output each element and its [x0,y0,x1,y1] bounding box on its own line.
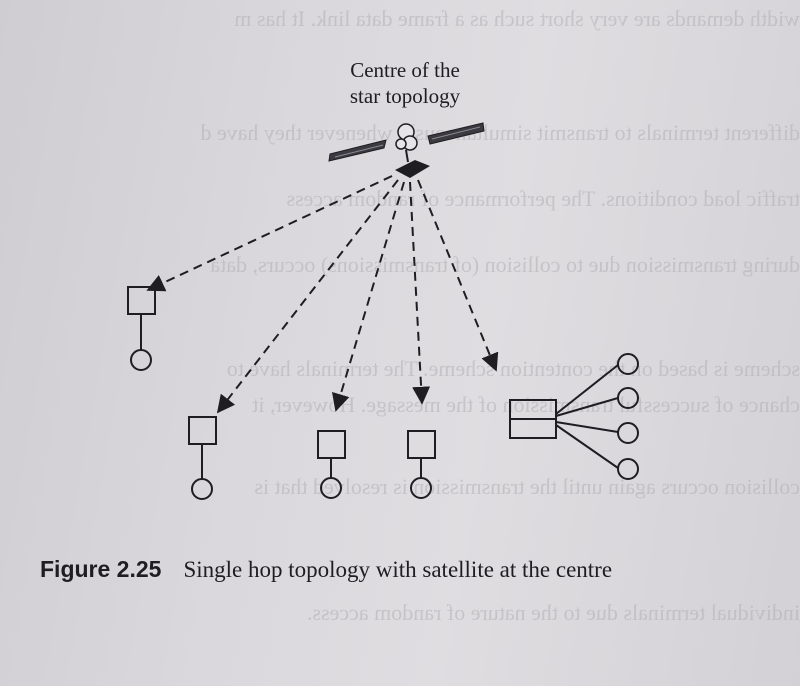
figure-caption-text: Single hop topology with satellite at th… [183,557,613,582]
link-arrows [146,175,499,414]
star-centre-label-line2: star topology [349,84,461,108]
terminal-node [188,416,217,500]
link-arrow-3 [332,181,405,412]
terminal-node [317,430,346,499]
link-arrow-4 [409,181,431,405]
figure-caption: Figure 2.25 Single hop topology with sate… [40,556,612,583]
hub-terminal-node [509,353,639,480]
star-centre-label: Centre of the star topology [320,57,490,109]
terminal-node [407,430,436,499]
figure-number: Figure 2.25 [40,556,162,582]
terminal-node [127,286,156,371]
link-arrow-1 [146,175,393,292]
link-arrow-2 [216,179,399,414]
satellite-icon [328,122,485,178]
star-centre-label-line1: Centre of the [350,58,460,82]
link-arrow-5 [417,179,499,372]
